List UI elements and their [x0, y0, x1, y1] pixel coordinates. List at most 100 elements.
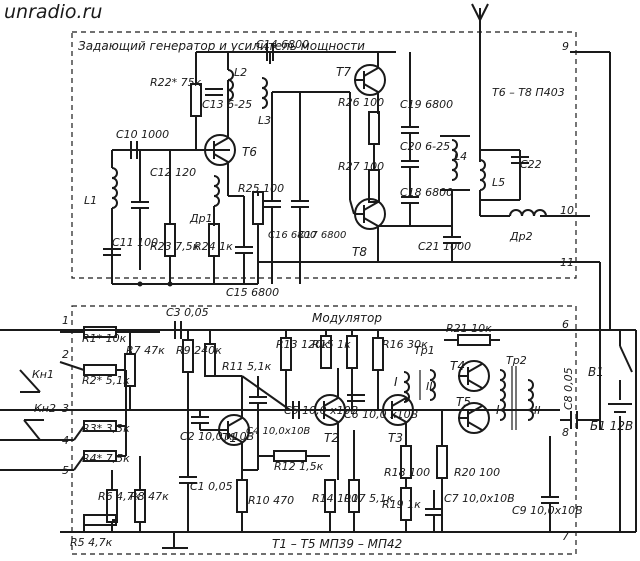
label-R14: R14 100 [312, 492, 358, 505]
label-R9: R9 240к [176, 344, 222, 357]
choke-Dr1 [213, 175, 220, 207]
label-Kn2: Кн2 [34, 402, 56, 415]
label-R16: R16 30к [382, 338, 428, 351]
transformer-Tr2-primary [499, 369, 506, 421]
node-number: 5 [62, 464, 69, 477]
transistor-T2-collector [323, 397, 339, 407]
label-T7: T7 [336, 65, 351, 79]
label-Dr2: Др2 [509, 230, 533, 243]
wire-segment [59, 361, 85, 371]
label-C11: C11 100 [112, 236, 158, 249]
label-R15: R15 1к [312, 338, 351, 351]
label-T1: T1 [222, 431, 237, 445]
label-R12: R12 1,5к [274, 460, 324, 473]
node-number: 7 [562, 530, 569, 543]
generator-block-frame [71, 31, 577, 279]
winding-mark: II [534, 404, 541, 417]
label-Tr2: Тр2 [506, 354, 527, 367]
label-C18: C18 6800 [400, 186, 453, 199]
label-B1: В1 [588, 365, 604, 379]
label-C17: C17 6800 [298, 230, 346, 241]
label-R27: R27 100 [338, 160, 384, 173]
label-R21: R21 10к [446, 322, 492, 335]
label-R6: R6 4,7к [98, 490, 141, 503]
label-Dr1: Др1 [189, 212, 213, 225]
node-number: 4 [62, 434, 69, 447]
label-C7: C7 10,0x10В [444, 492, 515, 505]
label-C3: C3 0,05 [166, 306, 209, 319]
transistor-T5-emitter [467, 421, 483, 431]
label-L5: L5 [492, 176, 505, 189]
junction-dot [137, 281, 143, 287]
transistor-T4-emitter [467, 379, 483, 389]
label-C1: C1 0,05 [190, 480, 233, 493]
label-C22: C22 [520, 158, 542, 171]
transistor-T1-emitter [227, 433, 243, 443]
winding-mark: II [426, 380, 433, 393]
label-R19: R19 1к [382, 498, 421, 511]
label-R17: R17 5,1к [344, 492, 394, 505]
label-R13: R13 120к [276, 338, 329, 351]
node-number: 3 [62, 402, 69, 415]
label-R22: R22* 75к [150, 76, 202, 89]
label-Kn1: Кн1 [32, 368, 54, 381]
node-number: 10 [560, 204, 574, 217]
label-C21: C21 1000 [418, 240, 471, 253]
node-number: 1 [62, 314, 69, 327]
label-R18: R18 100 [384, 466, 430, 479]
label-L4: L4 [454, 150, 467, 163]
label-C9: C9 10,0x10В [512, 504, 583, 517]
transistor-T7-collector [363, 67, 379, 77]
label-L1: L1 [84, 194, 97, 207]
transistor-T3-collector [391, 397, 407, 407]
label-C8: C8 0,05 [562, 367, 575, 410]
choke-Dr2 [509, 209, 547, 217]
transistor-T7-emitter [363, 83, 379, 93]
inductor-L4 [451, 139, 458, 181]
transistor-T4-collector [467, 363, 483, 373]
label-R10: R10 470 [248, 494, 294, 507]
label-Bat: Б1 12В [590, 419, 633, 433]
inductor-L2 [227, 69, 234, 101]
label-T8: T8 [352, 245, 367, 259]
antenna-icon [471, 3, 489, 162]
winding-mark: I [394, 375, 398, 389]
label-R20: R20 100 [454, 466, 500, 479]
node-number: 6 [562, 318, 569, 331]
resistor-R10 [236, 479, 248, 513]
label-T3: T3 [388, 431, 403, 445]
label-T2: T2 [324, 431, 339, 445]
resistor-R20 [436, 445, 448, 479]
label-R23: R23 7,5к [150, 240, 200, 253]
wire-segment [73, 425, 85, 441]
label-C19: C19 6800 [400, 98, 453, 111]
label-R8: R8 47к [130, 490, 169, 503]
label-C4: C4 10,0x10В [246, 426, 310, 437]
label-R2: R2* 5,1к [82, 374, 130, 387]
label-R1: R1* 10к [82, 332, 127, 345]
label-R5: R5 4,7к [70, 536, 113, 549]
switch-B1 [619, 345, 633, 373]
node-number: 8 [562, 426, 569, 439]
transistor-type-note-upper: T6 – T8 П403 [492, 86, 565, 99]
label-R11: R11 5,1к [222, 360, 272, 373]
label-R26: R26 100 [338, 96, 384, 109]
label-C5: C5 10,0 x10В [284, 404, 358, 417]
transistor-T3-emitter [391, 413, 407, 423]
transistor-T5-collector [467, 405, 483, 415]
wire-segment [349, 199, 355, 215]
resistor-R21 [457, 334, 491, 346]
inductor-L3 [261, 77, 268, 109]
label-C14: C14 6800 [256, 38, 309, 51]
label-C16: C16 6800 [268, 230, 316, 241]
label-C2: C2 10,0 x10В [180, 430, 254, 443]
label-C6: C6 10,0 x10В [344, 408, 418, 421]
winding-mark: I [496, 403, 500, 417]
transistor-T6-collector [213, 137, 229, 147]
label-C15: C15 6800 [226, 286, 279, 299]
node-number: 11 [560, 256, 574, 269]
transistor-T8-collector [363, 201, 379, 211]
transformer-Tr1-secondary [429, 369, 436, 401]
label-C20: C20 6-25 [400, 140, 450, 153]
